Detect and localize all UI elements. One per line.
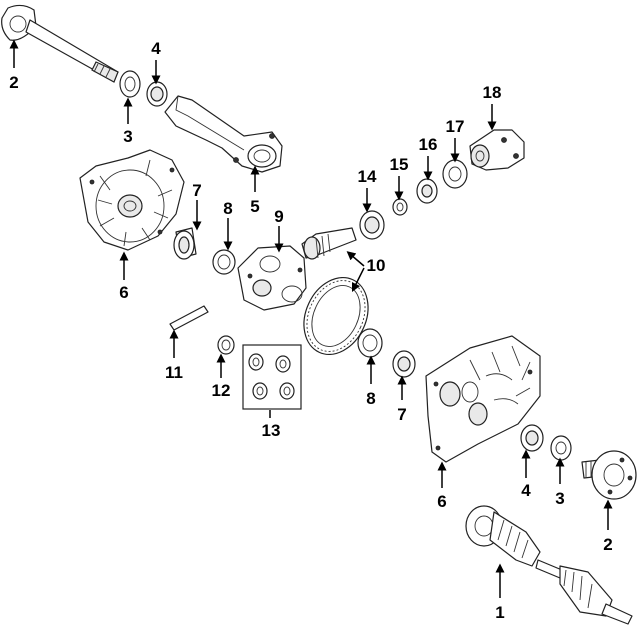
callout-8-upper[interactable]: 8 [223, 199, 232, 218]
callout-3-upper[interactable]: 3 [123, 127, 132, 146]
callout-2-upper[interactable]: 2 [9, 73, 18, 92]
bearing-lower-right[interactable] [520, 424, 544, 452]
pinion-flange-yoke[interactable] [469, 129, 525, 171]
callout-7-upper[interactable]: 7 [192, 181, 201, 200]
shim-right[interactable] [357, 328, 383, 358]
callout-14[interactable]: 14 [358, 167, 377, 186]
seal-lower-right[interactable] [550, 435, 572, 461]
callout-2-lower[interactable]: 2 [603, 535, 612, 554]
outer-pinion-bearing[interactable] [416, 178, 438, 204]
leader-10b [351, 267, 365, 293]
callout-16[interactable]: 16 [419, 135, 438, 154]
callout-numbers: 2 3 4 5 6 7 8 9 10 11 12 13 14 15 16 17 … [9, 39, 612, 622]
differential-case[interactable] [237, 245, 307, 311]
callout-1[interactable]: 1 [495, 603, 504, 622]
callout-13[interactable]: 13 [262, 421, 281, 440]
gear-kit-box[interactable] [242, 344, 302, 410]
callout-7-lower[interactable]: 7 [397, 405, 406, 424]
housing-right[interactable] [425, 335, 541, 463]
housing-left[interactable] [79, 149, 185, 251]
callout-12[interactable]: 12 [212, 381, 231, 400]
callout-10[interactable]: 10 [367, 256, 386, 275]
callout-6-upper[interactable]: 6 [119, 283, 128, 302]
pinion-gear[interactable] [301, 227, 357, 260]
callout-4-upper[interactable]: 4 [151, 39, 161, 58]
bearing-upper-left[interactable] [146, 81, 168, 107]
thrust-washer[interactable] [217, 335, 235, 355]
callout-15[interactable]: 15 [390, 155, 409, 174]
callout-11[interactable]: 11 [165, 363, 183, 382]
axle-tube-bracket[interactable] [164, 95, 283, 173]
pinion-seal[interactable] [442, 159, 468, 189]
callout-4-lower[interactable]: 4 [521, 481, 531, 500]
axle-shaft-left[interactable] [1, 4, 119, 83]
callout-9[interactable]: 9 [274, 207, 283, 226]
seal-upper-left[interactable] [119, 70, 141, 98]
bearing-race-left[interactable] [173, 227, 197, 260]
ring-gear[interactable] [292, 267, 380, 365]
axle-shaft-right[interactable] [581, 450, 637, 500]
leader-10a [346, 251, 365, 267]
bearing-race-right[interactable] [392, 350, 416, 378]
callout-8-lower[interactable]: 8 [366, 389, 375, 408]
callout-6-lower[interactable]: 6 [437, 492, 446, 511]
collapsible-spacer[interactable] [392, 198, 408, 216]
callout-18[interactable]: 18 [483, 83, 502, 102]
callout-3-lower[interactable]: 3 [555, 489, 564, 508]
pinion-bearing[interactable] [359, 210, 385, 240]
callout-17[interactable]: 17 [446, 117, 465, 136]
leader-lines [9, 39, 613, 598]
cross-pin[interactable] [169, 305, 209, 331]
shim-left[interactable] [212, 249, 236, 275]
callout-5[interactable]: 5 [250, 197, 259, 216]
cv-axle-shaft[interactable] [465, 505, 633, 625]
